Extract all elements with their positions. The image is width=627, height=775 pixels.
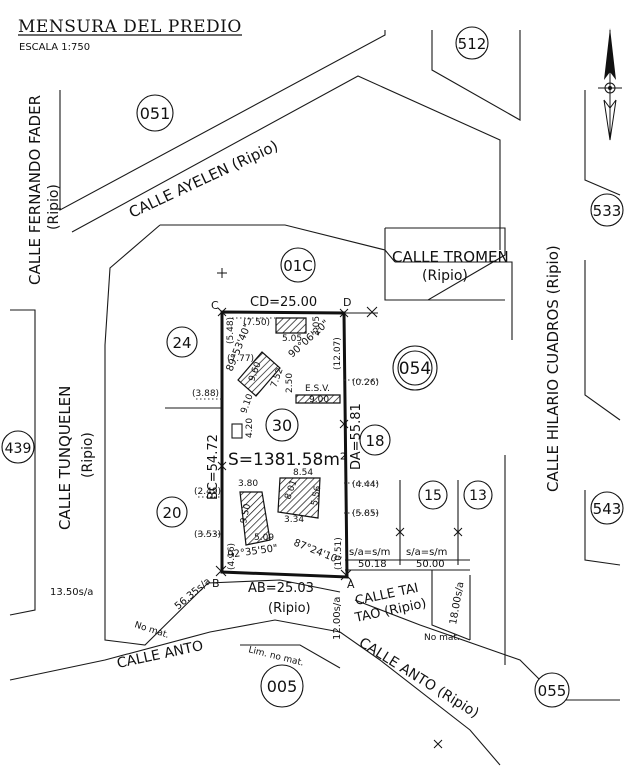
offset-lines bbox=[196, 317, 378, 535]
block-circles bbox=[1, 26, 624, 708]
block-005: 005 bbox=[267, 677, 298, 696]
vertex-a: A bbox=[347, 578, 355, 591]
dim-5-48: (5.48) bbox=[226, 317, 236, 344]
dim-0-26: (0.26) bbox=[352, 378, 379, 388]
lot-24: 24 bbox=[172, 334, 191, 352]
label-no-mat-right: No mat. bbox=[424, 633, 460, 643]
street-ayelen: CALLE AYELEN (Ripio) bbox=[126, 137, 281, 222]
dim-sa1-line2: 50.18 bbox=[358, 559, 387, 570]
esv-label: E.S.V. bbox=[305, 384, 330, 394]
dim-4-44: (4.44) bbox=[352, 480, 379, 490]
block-051: 051 bbox=[140, 104, 171, 123]
parcel-outline bbox=[220, 310, 349, 579]
dim-56-35: 56.35s/a bbox=[173, 576, 213, 612]
dim-5-09: 5.09 bbox=[254, 533, 274, 543]
plan-title: MENSURA DEL PREDIO bbox=[18, 17, 242, 37]
street-tromen: CALLE TROMEN bbox=[392, 248, 509, 266]
dim-8-54: 8.54 bbox=[293, 468, 313, 478]
vertex-d: D bbox=[343, 296, 351, 309]
dim-3-80: 3.80 bbox=[238, 479, 258, 489]
dim-5-05: 5.05 bbox=[282, 334, 302, 344]
street-tromen-surface: (Ripio) bbox=[422, 268, 468, 284]
dim-18-00: 18.00s/a bbox=[448, 581, 466, 626]
vertex-b: B bbox=[212, 577, 220, 590]
street-fernando-fader-surface: (Ripio) bbox=[46, 184, 62, 230]
street-fernando-fader: CALLE FERNANDO FADER bbox=[26, 95, 44, 285]
dim-3-05: 3.05 bbox=[312, 316, 322, 336]
street-front-surface: (Ripio) bbox=[268, 601, 311, 616]
dim-4-16: (4.16) bbox=[227, 543, 237, 570]
label-lim-no-mat: Lim. no mat. bbox=[247, 645, 304, 668]
side-ab: AB=25.03 bbox=[248, 581, 314, 596]
dim-9-00: 9.00 bbox=[309, 395, 329, 405]
block-512: 512 bbox=[458, 35, 487, 53]
dim-sa2-line2: 50.00 bbox=[416, 559, 445, 570]
dim-2-49: (2.49) bbox=[194, 487, 221, 497]
dim-9-10: 9.10 bbox=[239, 393, 255, 416]
block-01c: 01C bbox=[283, 257, 313, 275]
dim-5-56: 5.56 bbox=[310, 485, 323, 507]
street-tunquelen-surface: (Ripio) bbox=[80, 432, 96, 478]
street-hilario-cuadros: CALLE HILARIO CUADROS (Ripio) bbox=[544, 245, 562, 492]
dim-3-53: (3.53) bbox=[194, 530, 221, 540]
lot-15: 15 bbox=[424, 488, 442, 504]
block-543: 543 bbox=[593, 500, 622, 518]
dim-7-77: (7.77) bbox=[227, 354, 254, 364]
dim-12-07: (12.07) bbox=[333, 337, 343, 370]
parcel-area: S=1381.58m² bbox=[228, 450, 347, 470]
dim-3-34: 3.34 bbox=[284, 515, 304, 525]
lot-30: 30 bbox=[272, 416, 292, 435]
dim-13-50: 13.50s/a bbox=[50, 587, 93, 598]
dim-9-50: 9.50 bbox=[239, 503, 253, 525]
dim-3-88: (3.88) bbox=[192, 389, 219, 399]
dim-12-00: 12.00s/a bbox=[332, 597, 343, 640]
side-da: DA=55.81 bbox=[349, 403, 364, 470]
survey-markers bbox=[215, 268, 463, 749]
north-arrow-icon bbox=[598, 28, 622, 141]
block-439: 439 bbox=[5, 441, 32, 457]
dim-10-51: (10.51) bbox=[334, 537, 344, 570]
buildings bbox=[231, 317, 341, 546]
block-055: 055 bbox=[538, 682, 567, 700]
scale-label: ESCALA 1:750 bbox=[19, 42, 90, 53]
dim-4-20: 4.20 bbox=[245, 418, 255, 438]
dim-sa2-line1: s/a=s/m bbox=[406, 547, 447, 558]
block-533: 533 bbox=[593, 202, 622, 220]
dim-sa1-line1: s/a=s/m bbox=[349, 547, 390, 558]
side-cd: CD=25.00 bbox=[250, 295, 317, 310]
lot-18: 18 bbox=[365, 432, 384, 450]
dim-5-85: (5.85) bbox=[352, 509, 379, 519]
dim-2-50: 2.50 bbox=[285, 373, 295, 393]
street-tunquelen: CALLE TUNQUELEN bbox=[56, 386, 74, 530]
side-bc: BC=54.72 bbox=[206, 434, 221, 500]
street-anto-right: CALLE ANTO (Ripio) bbox=[356, 635, 482, 722]
block-054: 054 bbox=[399, 359, 431, 379]
lot-20: 20 bbox=[162, 504, 181, 522]
lot-circles bbox=[156, 326, 493, 528]
vertex-c: C bbox=[211, 299, 219, 312]
street-lines bbox=[9, 30, 621, 766]
dim-7-50: (7.50) bbox=[243, 318, 270, 328]
lot-13: 13 bbox=[469, 488, 487, 504]
